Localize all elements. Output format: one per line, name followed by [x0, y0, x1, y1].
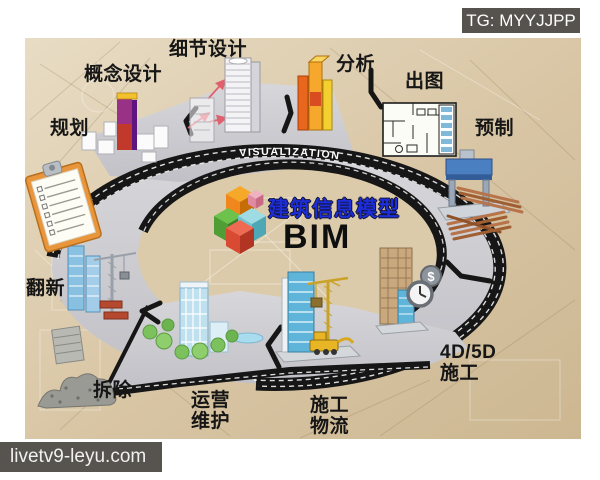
- center-title-chinese: 建筑信息模型: [268, 198, 400, 221]
- stage-label-concept-design: 概念设计: [84, 64, 163, 85]
- renovation-towers-crane-icon: [67, 245, 137, 320]
- stage-label-operations-maintenance: 运营 维护: [191, 390, 231, 432]
- stage-label-construction-4d5d: 4D/5D 施工: [440, 342, 497, 384]
- detail-skyscraper-icon: [189, 57, 261, 143]
- watermark-site-url: livetv9-leyu.com: [0, 442, 162, 472]
- stage-label-drawing-output: 出图: [405, 71, 445, 92]
- stage-label-analysis: 分析: [336, 54, 376, 75]
- center-title-bim: BIM: [283, 218, 352, 256]
- exit-ramp-treads: [102, 305, 431, 397]
- timber-pile-icon: [446, 210, 512, 241]
- stage-label-demolition: 拆除: [93, 380, 133, 401]
- prefab-press-machine-icon: [437, 149, 524, 221]
- stage-label-construction-logistics: 施工 物流: [310, 395, 350, 437]
- segment-divider-marks: [139, 67, 493, 370]
- stage-label-renovation: 翻新: [26, 278, 66, 299]
- stage-label-planning: 规划: [50, 118, 90, 139]
- demolition-rubble-icon: [37, 325, 117, 409]
- planning-buildings-icon: [81, 92, 169, 163]
- excavator-icon: [309, 331, 355, 355]
- operations-building-trees-icon: [142, 281, 264, 360]
- clock-icon: [406, 280, 434, 308]
- brick-piles-icon: [99, 300, 129, 320]
- stage-label-prefabrication: 预制: [475, 118, 515, 139]
- logistics-crane-site-icon: [275, 271, 362, 363]
- svg-text:$: $: [427, 269, 435, 284]
- floor-plan-drawing-icon: [382, 102, 457, 157]
- stage-label-detail-design: 细节设计: [169, 39, 248, 60]
- analysis-thermal-towers-icon: [297, 55, 333, 131]
- clipboard-checklist-icon: [24, 160, 102, 253]
- tower-crane-icon: [307, 276, 349, 340]
- bim-cube-logo-icon: [214, 186, 266, 254]
- timber-beams-icon: [456, 186, 524, 214]
- trees-icon: [142, 318, 239, 360]
- tg-contact-badge: TG: MYYJJPP: [462, 8, 580, 33]
